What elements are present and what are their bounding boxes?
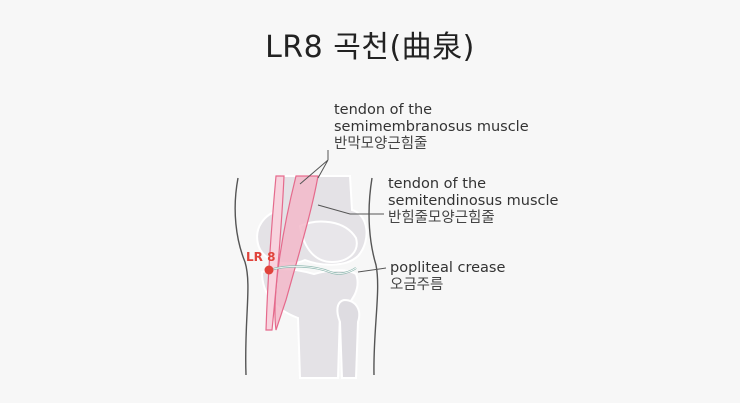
lr8-point — [264, 265, 274, 275]
leg-outline-right — [368, 177, 379, 376]
page-title: LR8 곡천(曲泉) — [265, 30, 475, 65]
label-semitendinosus-line2: semitendinosus muscle — [388, 193, 559, 209]
label-semimembranosus-line2: semimembranosus muscle — [334, 119, 529, 135]
femoral-condyle — [298, 220, 358, 264]
label-semimembranosus-korean: 반막모양근힘줄 — [334, 136, 428, 152]
leader-popliteal — [357, 267, 387, 273]
label-semimembranosus-line1: tendon of the — [334, 102, 433, 118]
label-semimembranosus: tendon of the semimembranosus muscle 반막모… — [334, 102, 529, 153]
semitendinosus-tendon — [274, 175, 319, 331]
label-semitendinosus-line1: tendon of the — [388, 176, 487, 192]
leader-semimembranosus — [299, 150, 329, 185]
fibula — [336, 298, 361, 379]
label-popliteal-line1: popliteal crease — [390, 260, 506, 276]
label-popliteal: popliteal crease 오금주름 — [390, 260, 505, 294]
label-semitendinosus-korean: 반힘줄모양근힘줄 — [388, 210, 495, 226]
leader-semitendinosus — [317, 204, 384, 215]
semimembranosus-tendon — [265, 175, 285, 331]
label-popliteal-korean: 오금주름 — [390, 277, 444, 293]
point-code-label: LR 8 — [246, 250, 276, 264]
label-semitendinosus: tendon of the semitendinosus muscle 반힘줄모… — [388, 176, 558, 227]
leg-outline-left — [234, 177, 249, 376]
